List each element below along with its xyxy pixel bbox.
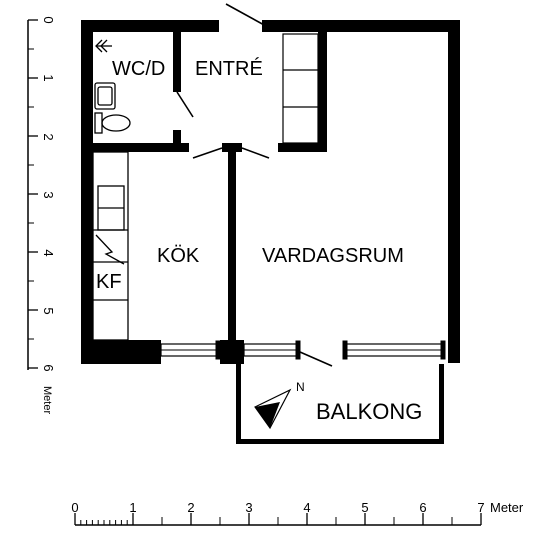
wall-pillar	[220, 340, 244, 364]
wall-wc-bottom	[93, 143, 189, 152]
hscale-tick-label: 0	[71, 500, 78, 515]
living-room-door	[241, 147, 270, 159]
kitchen-counter	[92, 151, 129, 341]
wall-kitchen-partition	[228, 152, 236, 340]
hscale-tick-label: 3	[245, 500, 252, 515]
north-arrow-icon: N	[254, 380, 305, 430]
room-label-balkong: BALKONG	[316, 399, 422, 424]
hscale-tick-label: 4	[303, 500, 310, 515]
compass-label: N	[296, 380, 305, 394]
hscale-tick-label: 1	[129, 500, 136, 515]
wall-right	[448, 20, 460, 363]
wall-door-stub	[222, 143, 242, 152]
vscale-tick-label: 2	[41, 133, 56, 140]
kitchen-fixtures	[92, 151, 129, 341]
hscale-tick-label: 7	[477, 500, 484, 515]
wall-top-right	[266, 20, 460, 32]
room-label-kok: KÖK	[157, 245, 200, 267]
vertical-scale-ticks	[28, 19, 38, 369]
horizontal-scale: 0 1 2 3 4 5 6 7 Meter	[71, 500, 524, 526]
ventilation-icon	[95, 39, 112, 53]
wall-bottom-left	[81, 340, 161, 364]
hscale-tick-label: 2	[187, 500, 194, 515]
lightning-symbol	[95, 234, 125, 265]
window-frame	[215, 340, 221, 360]
room-label-vardagsrum: VARDAGSRUM	[262, 245, 404, 267]
balcony	[236, 364, 444, 444]
vscale-tick-label: 6	[41, 364, 56, 371]
kitchen-door	[192, 147, 223, 159]
vscale-unit-label: Meter	[41, 386, 53, 414]
sink	[94, 82, 116, 110]
wardrobe	[282, 33, 319, 144]
toilet-tank	[94, 112, 103, 134]
appliance-label-kf: KF	[96, 271, 122, 293]
window-frame	[295, 340, 301, 360]
wc-fixtures	[94, 39, 131, 134]
hscale-tick-label: 6	[419, 500, 426, 515]
doors	[176, 3, 333, 367]
vertical-scale: 0 1 2 3 4 5 6 Meter	[27, 16, 56, 414]
wall-wardrobe-right	[318, 32, 327, 152]
hscale-tick-label: 5	[361, 500, 368, 515]
room-label-wc: WC/D	[112, 58, 165, 80]
wc-door	[176, 91, 194, 118]
vscale-tick-label: 4	[41, 249, 56, 256]
wall-top-left	[81, 20, 219, 32]
vscale-tick-label: 0	[41, 16, 56, 23]
interior-walls	[93, 32, 327, 340]
room-label-entre: ENTRÉ	[195, 57, 263, 80]
wall-wc-partition-stub	[173, 130, 181, 150]
window-frame	[440, 340, 446, 360]
windows	[160, 340, 446, 360]
window-frame	[342, 340, 348, 360]
vscale-tick-label: 3	[41, 191, 56, 198]
balcony-door	[299, 351, 333, 367]
toilet-bowl	[101, 114, 131, 132]
wall-wc-partition	[173, 32, 181, 92]
horizontal-scale-ticks	[74, 513, 482, 525]
room-labels: WC/D ENTRÉ KÖK VARDAGSRUM BALKONG KF	[96, 57, 422, 424]
wall-left	[81, 20, 93, 364]
vscale-tick-label: 1	[41, 74, 56, 81]
hscale-unit-label: Meter	[490, 500, 524, 515]
entrance-door	[225, 3, 267, 27]
vscale-tick-label: 5	[41, 307, 56, 314]
exterior-walls	[81, 20, 460, 364]
wall-wardrobe-bottom	[278, 143, 327, 152]
